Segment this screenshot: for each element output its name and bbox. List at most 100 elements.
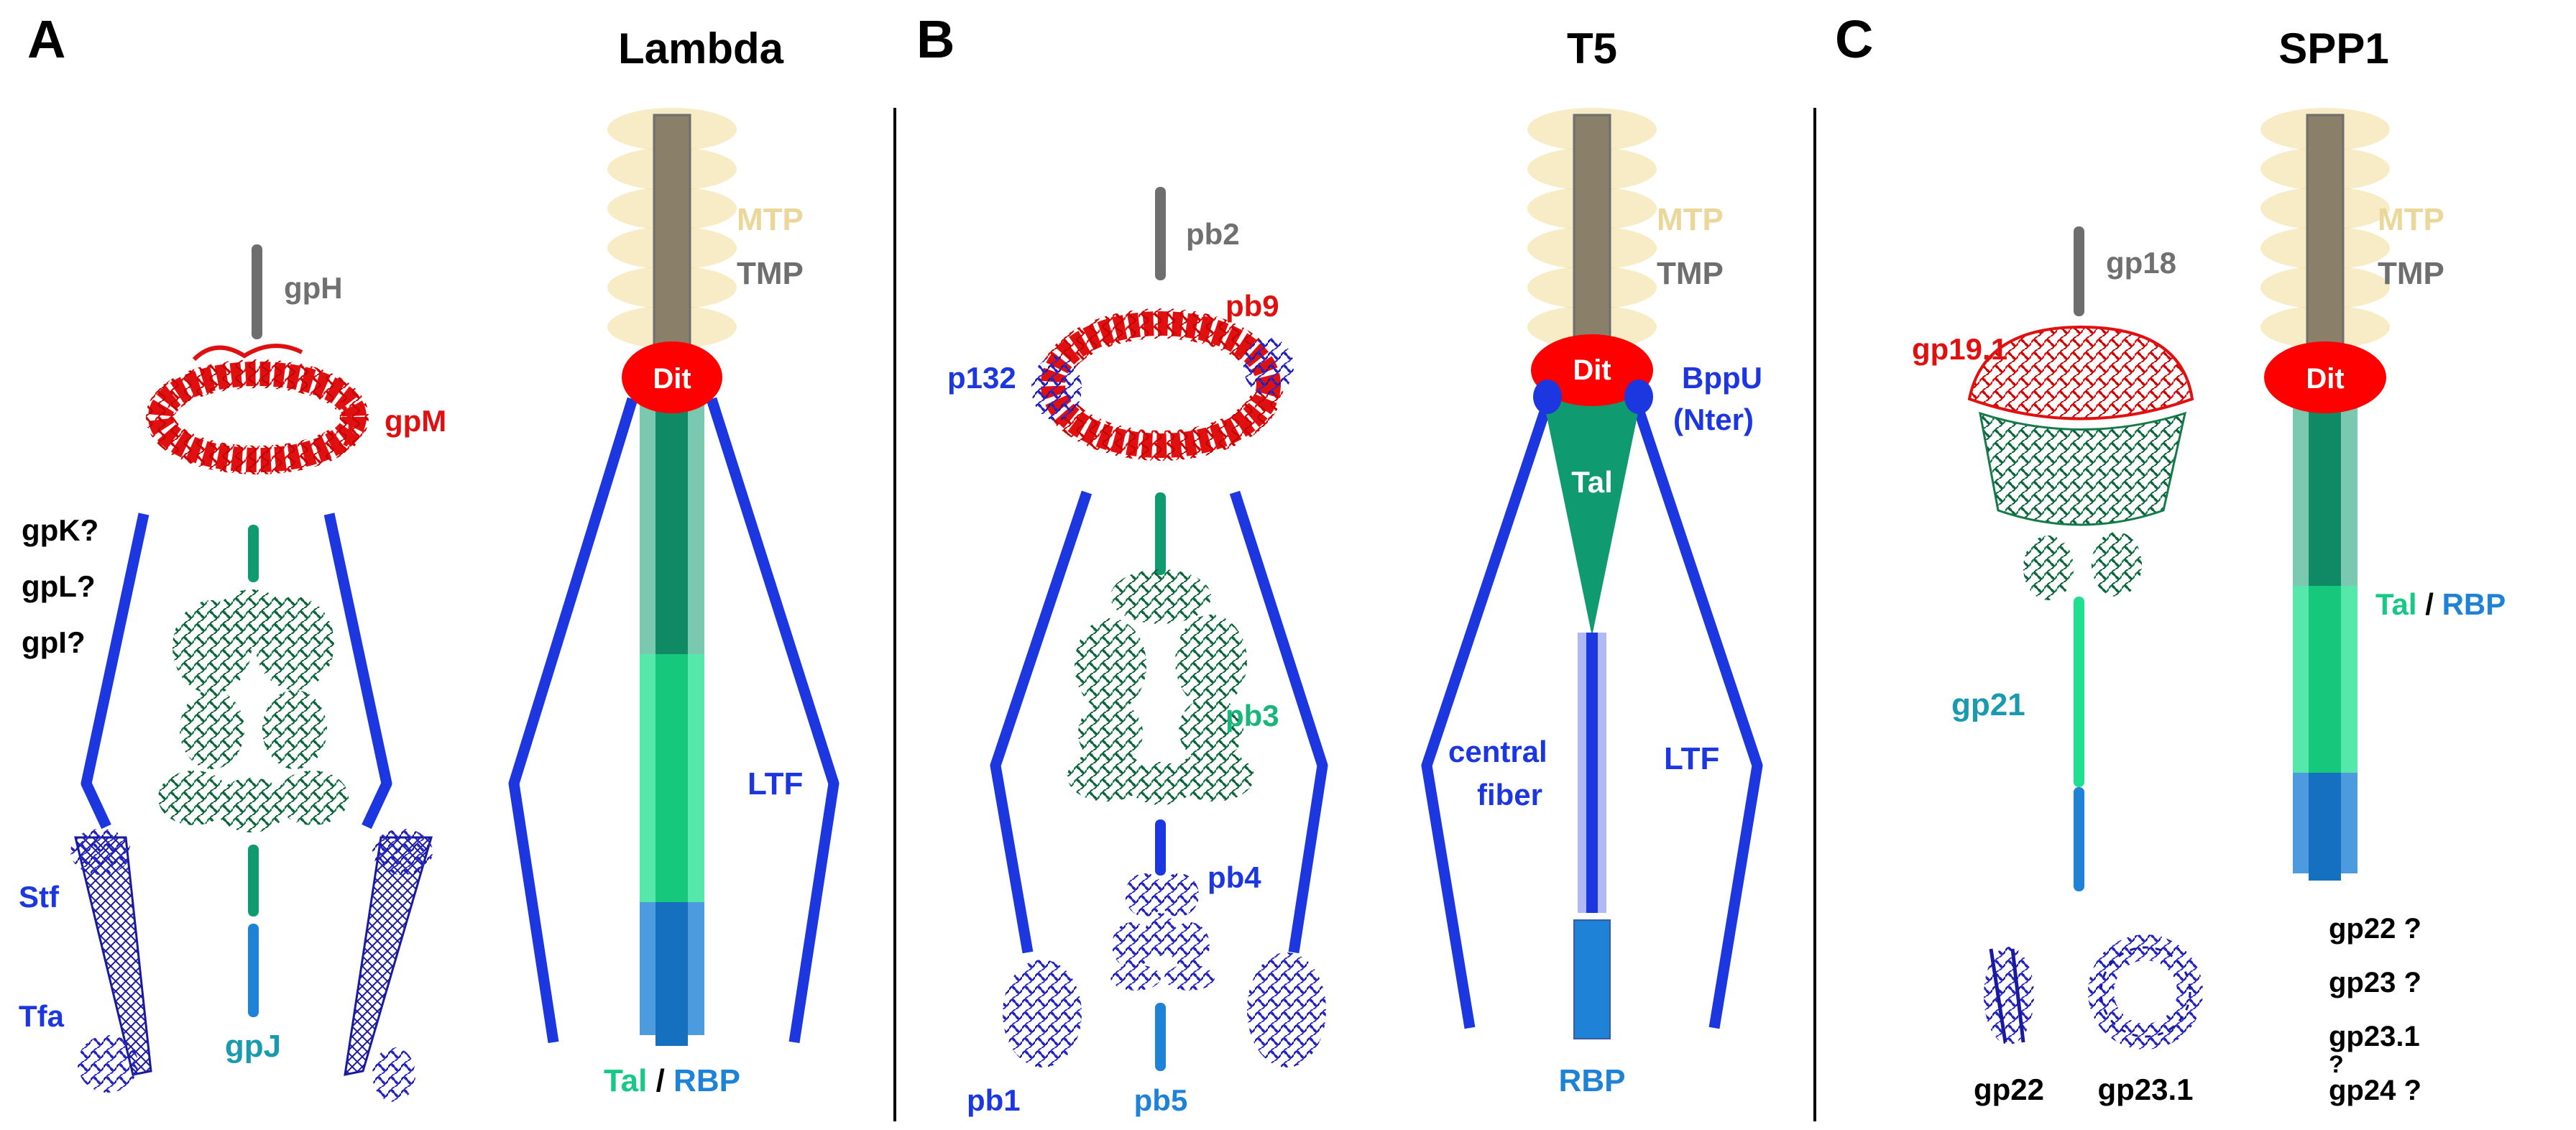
pb5-bar — [1155, 1003, 1166, 1071]
pb4-label: pb4 — [1208, 860, 1261, 894]
stf-label: Stf — [19, 880, 60, 914]
gpM-label: gpM — [385, 404, 446, 438]
pb9-ring — [1038, 308, 1284, 461]
lambda-tmp-bar — [653, 114, 691, 354]
t5-bppu-label: BppU — [1682, 361, 1762, 395]
pb1-label: pb1 — [967, 1083, 1021, 1117]
lambda-fiber-right — [323, 513, 392, 830]
spp1-tal-light-core — [2309, 586, 2341, 773]
lambda-tmp-label: TMP — [737, 256, 804, 291]
t5-mtp-label: MTP — [1657, 202, 1724, 237]
lambda-rbp-core — [656, 902, 688, 1046]
t5-bppu-left — [1533, 380, 1562, 414]
gp21-label: gp21 — [1951, 687, 2025, 722]
spp1-dit — [2264, 341, 2386, 413]
t5-fiber-label: fiber — [1477, 778, 1542, 812]
spp1-tal-structure — [1979, 411, 2187, 600]
spp1-slash: / — [2417, 587, 2442, 621]
t5-ltf-left — [1421, 397, 1555, 1029]
spp1-tmp-bar — [2306, 114, 2345, 346]
spp1-tal-core — [2309, 399, 2341, 586]
spp1-schematic: Dit — [2260, 108, 2390, 881]
pb4-structure — [1110, 873, 1215, 991]
lambda-schematic: Dit — [508, 108, 840, 1046]
gp23-1-structure — [2088, 934, 2203, 1049]
lambda-slash: / — [647, 1063, 673, 1098]
gp22-structure — [1984, 947, 2034, 1044]
t5-nter-label: (Nter) — [1673, 403, 1754, 436]
pb1-right-structure — [1247, 952, 1326, 1067]
t5-tal-label: Tal — [1571, 465, 1613, 499]
pb4-bar — [1155, 819, 1166, 876]
lambda-tal-word: Tal — [604, 1063, 647, 1098]
t5-fiber-right — [1229, 490, 1328, 954]
spp1-rbp-word: RBP — [2442, 587, 2506, 621]
gp21-light-bar — [2074, 597, 2084, 787]
stf-left-structure — [70, 829, 152, 1093]
pb3-structure — [1067, 569, 1254, 805]
lambda-dit-label: Dit — [653, 363, 691, 395]
tfa-label: Tfa — [19, 999, 65, 1033]
spp1-tmp-label: TMP — [2378, 256, 2444, 291]
gpK-label: gpK? — [22, 513, 98, 547]
p132-right — [1243, 338, 1294, 395]
spp1-mtp-label: MTP — [2378, 202, 2444, 237]
lambda-ltf-left — [508, 397, 638, 1044]
lambda-structures: gpH gpM gpK? gpL? gpI? gpJ — [19, 108, 840, 1102]
lambda-fiber-left — [80, 513, 150, 830]
t5-central-label: central — [1448, 735, 1547, 768]
pb9-to-pb3-linker — [1155, 492, 1166, 575]
gp21-rbp-bar — [2074, 787, 2084, 891]
pb2-bar — [1155, 187, 1166, 280]
lambda-tal-structure — [158, 589, 349, 832]
gp18-label: gp18 — [2106, 246, 2176, 280]
gpJ-label: gpJ — [225, 1029, 281, 1064]
stf-right-structure — [344, 829, 433, 1102]
spp1-q-gp23: gp23 ? — [2329, 967, 2421, 998]
title-lambda: Lambda — [618, 24, 784, 73]
gpL-label: gpL? — [22, 569, 96, 603]
spp1-tal-word: Tal — [2375, 587, 2417, 621]
panel-letter-b: B — [916, 9, 954, 69]
title-spp1: SPP1 — [2278, 24, 2388, 73]
spp1-structures: gp18 gp19.1 gp21 gp22 gp23.1 — [1912, 108, 2506, 1106]
gpH-label: gpH — [284, 271, 343, 305]
pb9-label: pb9 — [1225, 289, 1279, 323]
t5-bppu-right — [1624, 380, 1653, 414]
t5-dit-label: Dit — [1573, 354, 1611, 386]
panel-letter-c: C — [1835, 9, 1873, 69]
gpM-ring — [146, 344, 369, 474]
t5-tmp-bar — [1573, 114, 1611, 346]
gp19-1-label: gp19.1 — [1912, 332, 2007, 366]
gpH-bar — [252, 244, 262, 339]
t5-ltf-right — [1629, 397, 1763, 1029]
spp1-q-gp23-1: gp23.1 — [2329, 1021, 2420, 1052]
p132-left — [1031, 356, 1082, 421]
pb2-label: pb2 — [1186, 217, 1240, 251]
pb5-label: pb5 — [1134, 1083, 1188, 1117]
gp19-1-structure — [1967, 325, 2194, 421]
spp1-q-mark: ? — [2329, 1051, 2344, 1078]
t5-structures: pb2 pb9 p132 pb3 — [947, 108, 1763, 1117]
t5-schematic: Tal Dit — [1421, 108, 1763, 1039]
t5-rbp-label: RBP — [1559, 1063, 1626, 1098]
t5-fiber-left — [990, 490, 1092, 954]
t5-tmp-label: TMP — [1657, 256, 1724, 291]
t5-ltf-label: LTF — [1664, 741, 1719, 776]
p132-label: p132 — [947, 361, 1016, 395]
spp1-dit-label: Dit — [2306, 363, 2344, 395]
lambda-tal-rbp-label: Tal / RBP — [604, 1063, 740, 1098]
spp1-q-gp24: gp24 ? — [2329, 1075, 2421, 1106]
panel-letter-a: A — [27, 9, 65, 69]
lambda-ltf-right — [706, 397, 840, 1044]
t5-rbp-block — [1573, 919, 1611, 1039]
lambda-ltf-label: LTF — [748, 766, 803, 801]
lambda-rbp-word: RBP — [673, 1063, 740, 1098]
lambda-mtp-label: MTP — [737, 202, 804, 237]
t5-tal-cone — [1542, 392, 1642, 636]
pb3-label: pb3 — [1225, 699, 1279, 732]
gp23-1-label: gp23.1 — [2097, 1072, 2193, 1106]
pb1-left-structure — [1003, 960, 1082, 1067]
